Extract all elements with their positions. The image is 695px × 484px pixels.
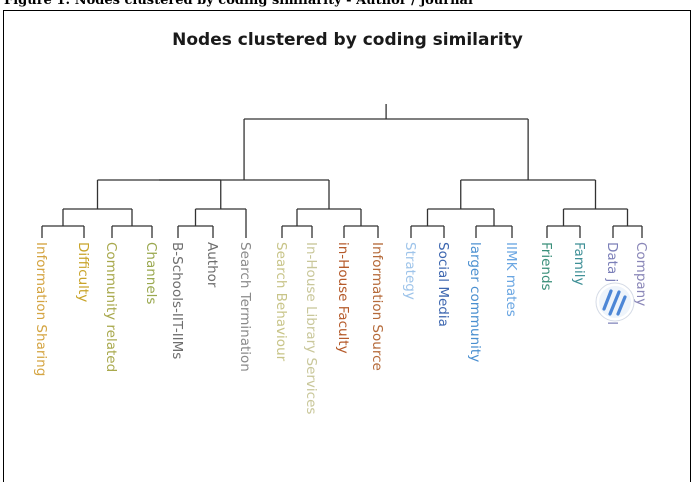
- leaf-label: Strategy: [402, 242, 418, 300]
- leaf-label: In-House Library Services: [303, 242, 319, 414]
- leaf-label: Social Media: [435, 242, 451, 327]
- leaf-label: Information Sharing: [33, 242, 49, 376]
- loading-spinner-icon: [595, 282, 635, 322]
- leaf-label: larger community: [467, 242, 483, 362]
- leaf-label: Search Termination: [237, 242, 253, 372]
- leaf-label: IIMK mates: [503, 242, 519, 317]
- leaf-label: Family: [571, 242, 587, 285]
- leaf-label: Friends: [538, 242, 554, 291]
- leaf-label: Company: [633, 242, 649, 306]
- leaf-label: Information Source: [369, 242, 385, 371]
- leaf-label: Difficulty: [75, 242, 91, 302]
- figure-caption: Figure 1: Nodes clustered by coding simi…: [4, 0, 473, 8]
- chart-title: Nodes clustered by coding similarity: [172, 30, 523, 50]
- leaf-label: Community related: [103, 242, 119, 372]
- leaf-label: in-House Faculty: [335, 242, 351, 354]
- leaf-label: Author: [204, 242, 220, 288]
- figure-frame: [3, 10, 691, 482]
- leaf-label: B-Schools-IIT-IIMs: [169, 242, 185, 359]
- leaf-label: Channels: [143, 242, 159, 304]
- leaf-label: Search Behaviour: [273, 242, 289, 362]
